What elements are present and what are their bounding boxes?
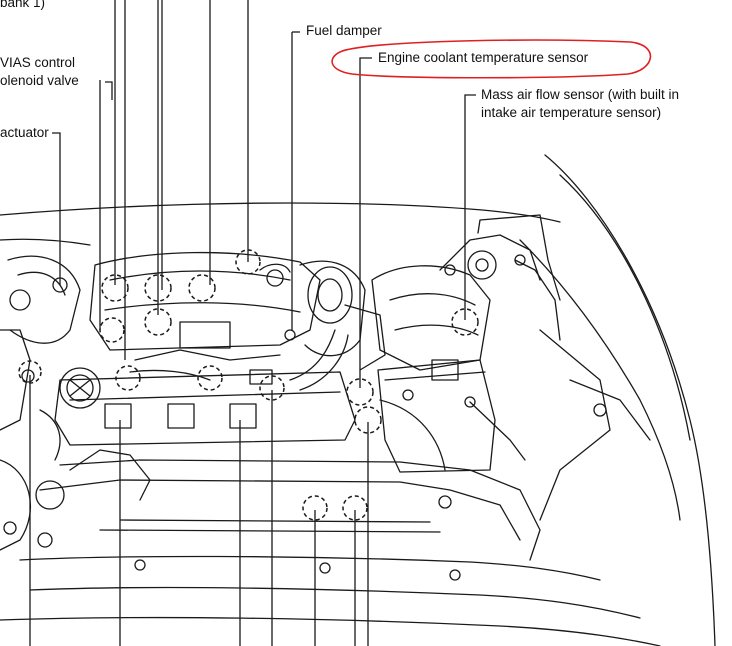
valve-cover [54, 371, 356, 446]
label-ivias-control-line2: olenoid valve [0, 73, 79, 88]
right-fender [544, 154, 716, 646]
battery [377, 359, 496, 473]
red-highlight-ellipse [331, 39, 652, 79]
label-mass-air-flow-sensor-line1: Mass air flow sensor (with built in [481, 87, 680, 102]
label-mass-air-flow-sensor-line2: intake air temperature sensor) [481, 105, 662, 120]
air-cleaner [371, 265, 491, 371]
label-engine-coolant-temperature-sensor: Engine coolant temperature sensor [378, 50, 589, 65]
label-actuator: actuator [0, 125, 49, 140]
label-fuel-damper: Fuel damper [306, 23, 382, 38]
location-markers [18, 249, 479, 521]
label-bank: bank 1) [0, 0, 46, 10]
hood-edge [0, 202, 561, 223]
leader-lines [29, 0, 476, 646]
intake-plenum [89, 251, 321, 351]
label-ivias-control-line1: VIAS control [0, 55, 76, 70]
